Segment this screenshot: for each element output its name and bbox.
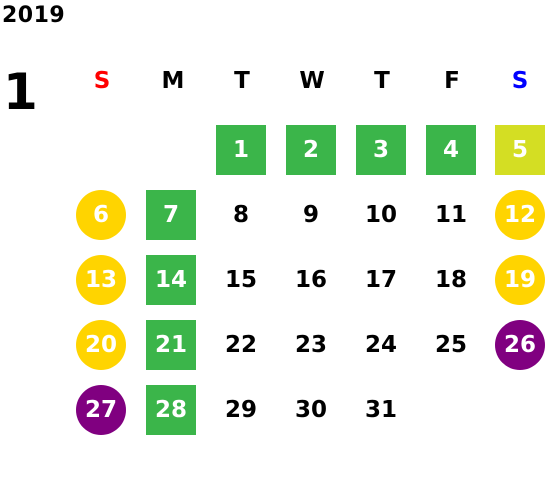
day-cell[interactable]: 29 xyxy=(224,397,257,423)
day-cell[interactable]: 9 xyxy=(302,202,319,228)
day-cell[interactable]: 31 xyxy=(364,397,397,423)
day-cell[interactable]: 10 xyxy=(364,202,397,228)
day-cell[interactable]: 6 xyxy=(76,190,126,240)
day-cell[interactable]: 17 xyxy=(364,267,397,293)
day-cell[interactable]: 21 xyxy=(146,320,196,370)
day-cell[interactable]: 4 xyxy=(426,125,476,175)
day-cell[interactable]: 12 xyxy=(495,190,545,240)
day-cell[interactable]: 30 xyxy=(294,397,327,423)
day-cell[interactable]: 25 xyxy=(434,332,467,358)
weekday-sunday: S xyxy=(93,68,111,94)
day-cell[interactable]: 3 xyxy=(356,125,406,175)
day-cell[interactable]: 27 xyxy=(76,385,126,435)
day-cell[interactable]: 14 xyxy=(146,255,196,305)
day-cell[interactable]: 20 xyxy=(76,320,126,370)
day-cell[interactable]: 5 xyxy=(495,125,545,175)
day-cell[interactable]: 28 xyxy=(146,385,196,435)
weekday-tuesday: T xyxy=(234,68,250,94)
day-cell[interactable]: 22 xyxy=(224,332,257,358)
day-cell[interactable]: 23 xyxy=(294,332,327,358)
day-cell[interactable]: 7 xyxy=(146,190,196,240)
day-cell[interactable]: 15 xyxy=(224,267,257,293)
day-cell[interactable]: 16 xyxy=(294,267,327,293)
day-cell[interactable]: 19 xyxy=(495,255,545,305)
year-label: 2019 xyxy=(2,3,66,28)
weekday-saturday: S xyxy=(511,68,529,94)
day-cell[interactable]: 8 xyxy=(232,202,249,228)
day-cell[interactable]: 26 xyxy=(495,320,545,370)
weekday-wednesday: W xyxy=(299,68,325,94)
day-cell[interactable]: 2 xyxy=(286,125,336,175)
month-number: 1 xyxy=(3,63,38,121)
day-cell[interactable]: 18 xyxy=(434,267,467,293)
weekday-monday: M xyxy=(161,68,185,94)
weekday-thursday: T xyxy=(374,68,390,94)
day-cell[interactable]: 24 xyxy=(364,332,397,358)
day-cell[interactable]: 1 xyxy=(216,125,266,175)
weekday-friday: F xyxy=(444,68,460,94)
day-cell[interactable]: 13 xyxy=(76,255,126,305)
day-cell[interactable]: 11 xyxy=(434,202,467,228)
